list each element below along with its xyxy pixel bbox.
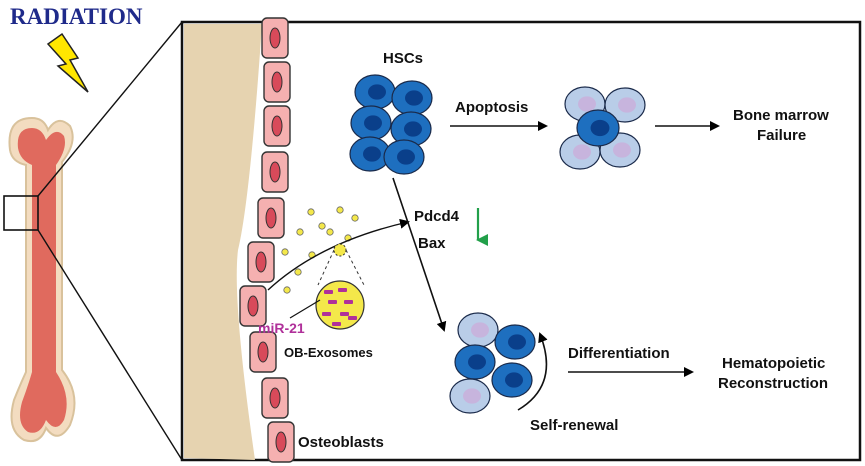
osteoblast-cell [239,285,267,327]
exosome-dot [336,206,344,214]
exosome-dot [283,286,291,294]
osteoblast-cell [261,151,289,193]
ob-exosomes-label: OB-Exosomes [284,345,373,360]
exosome-dot [294,268,302,276]
bax-label: Bax [418,235,446,252]
hsc-cell [383,139,425,175]
progenitor-cell [457,312,499,348]
reconstruction-label: Reconstruction [718,375,828,392]
bone [8,116,76,443]
mirna-fragment [324,290,333,294]
osteoblast-cell [261,377,289,419]
exosome-dot [326,228,334,236]
mirna-fragments [322,288,357,326]
zoom-guide-right [345,249,365,286]
exosome-small [333,243,347,257]
mirna-fragment [340,312,349,316]
osteoblast-cell [263,105,291,147]
self-renewal-arrow [517,332,548,411]
mirna-fragment [332,322,341,326]
hsc-cluster [349,74,433,175]
mir21-label: miR-21 [258,320,305,336]
diagram-title: RADIATION [10,4,143,29]
hsc-cell [349,136,391,172]
osteoblast-column [239,17,295,463]
zoom-region [3,195,39,231]
lightning-bolt-icon [46,32,89,93]
progenitor-cell [449,378,491,414]
osteoblast-cell [249,331,277,373]
osteoblasts-label: Osteoblasts [298,434,384,451]
mirna-fragment [322,312,331,316]
self-renewal-label: Self-renewal [530,417,618,434]
zoom-guide-left [317,249,335,286]
zoom-line-top [37,21,183,197]
differentiation-label: Differentiation [568,345,670,362]
osteoblast-cell [267,421,295,463]
osteoblast-cell [247,241,275,283]
hsc-cell [354,74,396,110]
pdcd4-label: Pdcd4 [414,208,460,225]
reconstitution-cluster [449,312,536,414]
bone-wall [184,24,262,460]
apoptotic-cell [604,87,646,123]
exosome-dot [351,214,359,222]
exosome-dot [307,208,315,216]
exosome-dot [296,228,304,236]
apoptotic-cluster [559,86,646,170]
reconstituting-hsc-cell [491,362,533,398]
apoptosis-label: Apoptosis [455,99,528,116]
hscs-label: HSCs [383,50,423,67]
failure-label: Failure [757,127,806,144]
zoom-line-bottom [37,229,183,461]
mirna-fragment [338,288,347,292]
surviving-hsc-cell [576,109,620,147]
hsc-cell [350,105,392,141]
reconstituting-hsc-cell [454,344,496,380]
osteoblast-cell [261,17,289,59]
bone-marrow-label: Bone marrow [733,107,829,124]
hematopoietic-label: Hematopoietic [722,355,825,372]
hsc-cell [390,111,432,147]
osteoblast-cell [257,197,285,239]
exosome-dot [318,222,326,230]
reconstituting-hsc-cell [494,324,536,360]
exosome-dot [281,248,289,256]
exosome-arrow [267,218,410,291]
mirna-fragment [328,300,337,304]
mirna-fragment [344,300,353,304]
protection-arrow [392,177,447,332]
mir21-pointer [289,299,321,319]
hsc-cell [391,80,433,116]
mirna-fragment [348,316,357,320]
osteoblast-cell [263,61,291,103]
